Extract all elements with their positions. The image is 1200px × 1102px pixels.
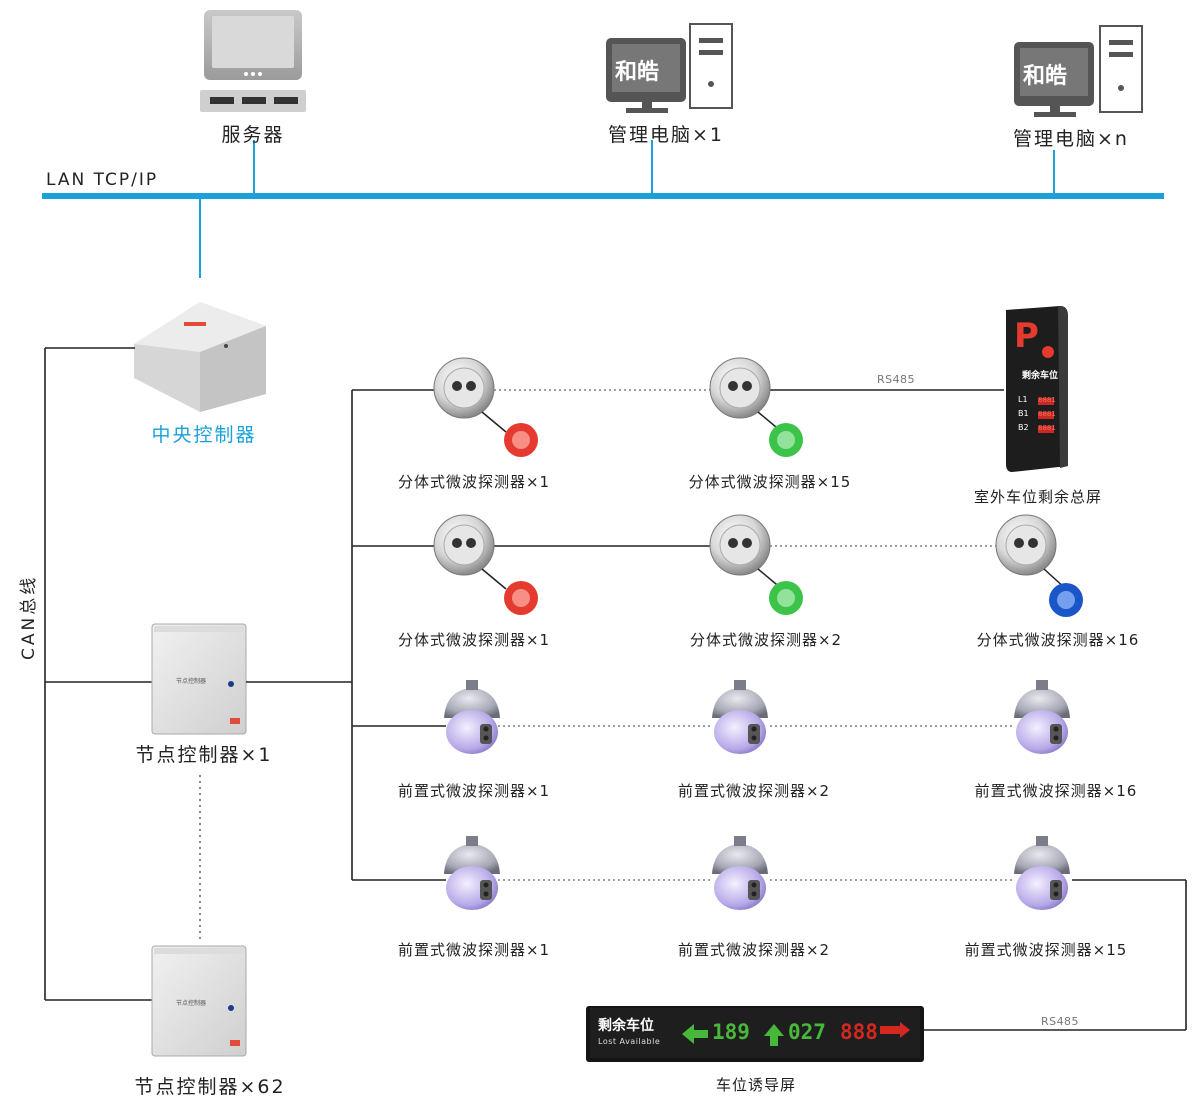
front-detector-icon [1014,836,1070,910]
front-detector-icon [444,836,500,910]
outdoor-screen-icon [1006,306,1068,472]
lan-label: LAN TCP/IP [46,170,159,190]
outdoor-level: L1 [1018,395,1028,404]
node-controller-62-label: 节点控制器×62 [134,1076,286,1098]
detector-label: 前置式微波探测器×15 [964,941,1128,959]
detector-label: 前置式微波探测器×16 [974,782,1138,800]
monitor-brand: 和皓 [615,60,660,85]
rs485-label: RS485 [876,373,916,386]
detector-label: 分体式微波探测器×1 [397,631,551,649]
server-icon [200,10,306,112]
lan-bus [42,140,1164,278]
dotted-links [494,389,1014,881]
blue-indicator-icon [1049,583,1083,617]
outdoor-value: 8881 [1038,410,1056,418]
pcn-label: 管理电脑×n [1013,128,1129,150]
node-controller-icon [151,623,247,735]
detector-label: 分体式微波探测器×16 [976,631,1140,649]
detector-label: 前置式微波探测器×2 [677,782,831,800]
detector-label: 前置式微波探测器×2 [677,941,831,959]
outdoor-level: B2 [1018,423,1029,432]
red-indicator-icon [504,423,538,457]
detector-label: 前置式微波探测器×1 [397,941,551,959]
node-controller-1-label: 节点控制器×1 [135,744,273,766]
red-indicator-icon [504,581,538,615]
green-indicator-icon [769,581,803,615]
can-bus-label: CAN总线 [19,574,39,660]
rs485-label: RS485 [1040,1015,1080,1028]
server-label: 服务器 [221,124,285,146]
guide-screen-title: 剩余车位 [598,1018,654,1034]
green-indicator-icon [769,423,803,457]
split-detector-icon [709,514,783,590]
guide-screen-subtitle: Lost Available [598,1037,661,1046]
guide-up-count: 027 [788,1020,826,1044]
central-controller-label: 中央控制器 [151,424,257,446]
front-detector-icon [712,836,768,910]
guide-left-count: 189 [712,1020,750,1044]
front-detector-icon [444,680,500,754]
split-detector-icon [709,357,783,433]
outdoor-level: B1 [1018,409,1029,418]
guide-screen-label: 车位诱导屏 [715,1076,797,1094]
detector-label: 分体式微波探测器×15 [688,473,852,491]
pc1-label: 管理电脑×1 [607,124,725,146]
outdoor-screen-title: 剩余车位 [1022,371,1059,381]
node-box-text: 节点控制器 [176,1000,207,1007]
outdoor-screen-label: 室外车位剩余总屏 [973,488,1103,506]
guide-screen-icon [586,1006,924,1062]
monitor-brand: 和皓 [1023,64,1068,89]
front-detector-icon [712,680,768,754]
split-detector-icon [433,357,507,433]
management-pc-icon [606,23,733,113]
guide-right-count: 888 [840,1020,878,1044]
front-detector-icon [1014,680,1070,754]
parking-p-icon: P [1014,316,1039,356]
detector-label: 分体式微波探测器×2 [689,631,843,649]
detector-label: 前置式微波探测器×1 [397,782,551,800]
detector-label: 分体式微波探测器×1 [397,473,551,491]
branch-lines [246,389,1187,1031]
management-pc-icon [1014,25,1143,117]
node-controller-icon [151,945,247,1057]
can-bus [44,347,201,1001]
node-box-text: 节点控制器 [176,678,207,685]
central-controller-icon [134,302,266,412]
outdoor-value: 8881 [1038,424,1056,432]
split-detector-icon [995,514,1067,590]
split-detector-icon [433,514,507,590]
outdoor-value: 8881 [1038,396,1056,404]
